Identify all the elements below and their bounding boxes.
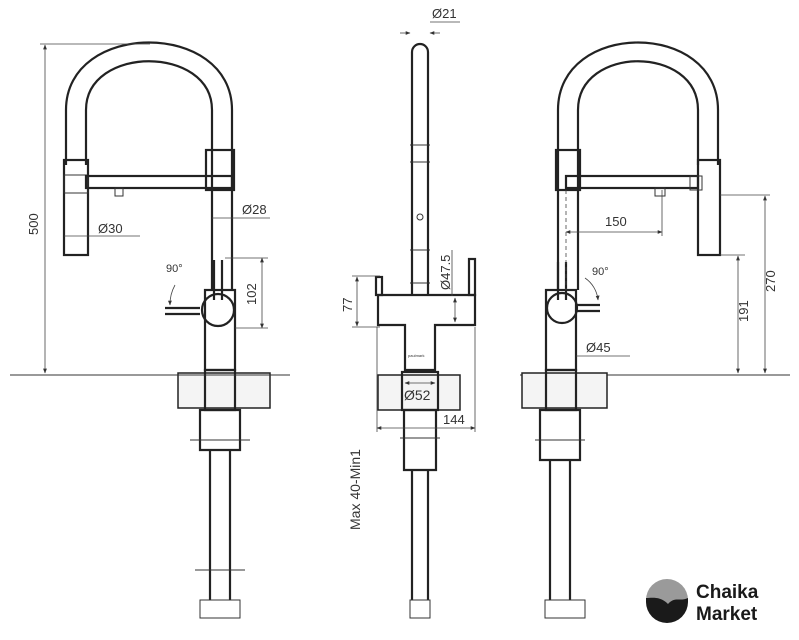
width-label: 144 (443, 412, 465, 427)
right-side-view: 90° 150 270 191 Ø45 (520, 41, 790, 619)
seagull-icon (646, 597, 688, 623)
spout-height-label: 191 (736, 300, 751, 322)
chaika-market-logo: Chaika Market (646, 579, 759, 625)
base-diameter-label: Ø52 (404, 387, 431, 403)
logo-text-line2: Market (696, 604, 758, 625)
body-diameter-label: Ø47.5 (438, 255, 453, 290)
spout-diameter-label: Ø21 (432, 6, 457, 21)
reach-label: 150 (605, 214, 627, 229)
body-diameter-label: Ø28 (242, 202, 267, 217)
left-side-view: 500 Ø30 Ø28 90° 102 (10, 41, 290, 619)
logo-text-line1: Chaika (696, 582, 759, 603)
height-500-label: 500 (26, 213, 41, 235)
base-diameter-label: Ø45 (586, 340, 611, 355)
front-view: paulmark Ø21 77 Ø47.5 Ø52 144 Max 40-Min… (340, 6, 477, 619)
countertop-thickness-label: Max 40-Min1 (347, 449, 363, 530)
lever-angle-label: 90° (592, 266, 609, 278)
lever-angle-label: 90° (166, 263, 183, 275)
spray-diameter-label: Ø30 (98, 221, 123, 236)
handle-height-label: 77 (340, 298, 355, 312)
brand-engraving: paulmark (408, 353, 424, 358)
lever-height-label: 102 (244, 283, 259, 305)
total-height-label: 270 (763, 270, 778, 292)
